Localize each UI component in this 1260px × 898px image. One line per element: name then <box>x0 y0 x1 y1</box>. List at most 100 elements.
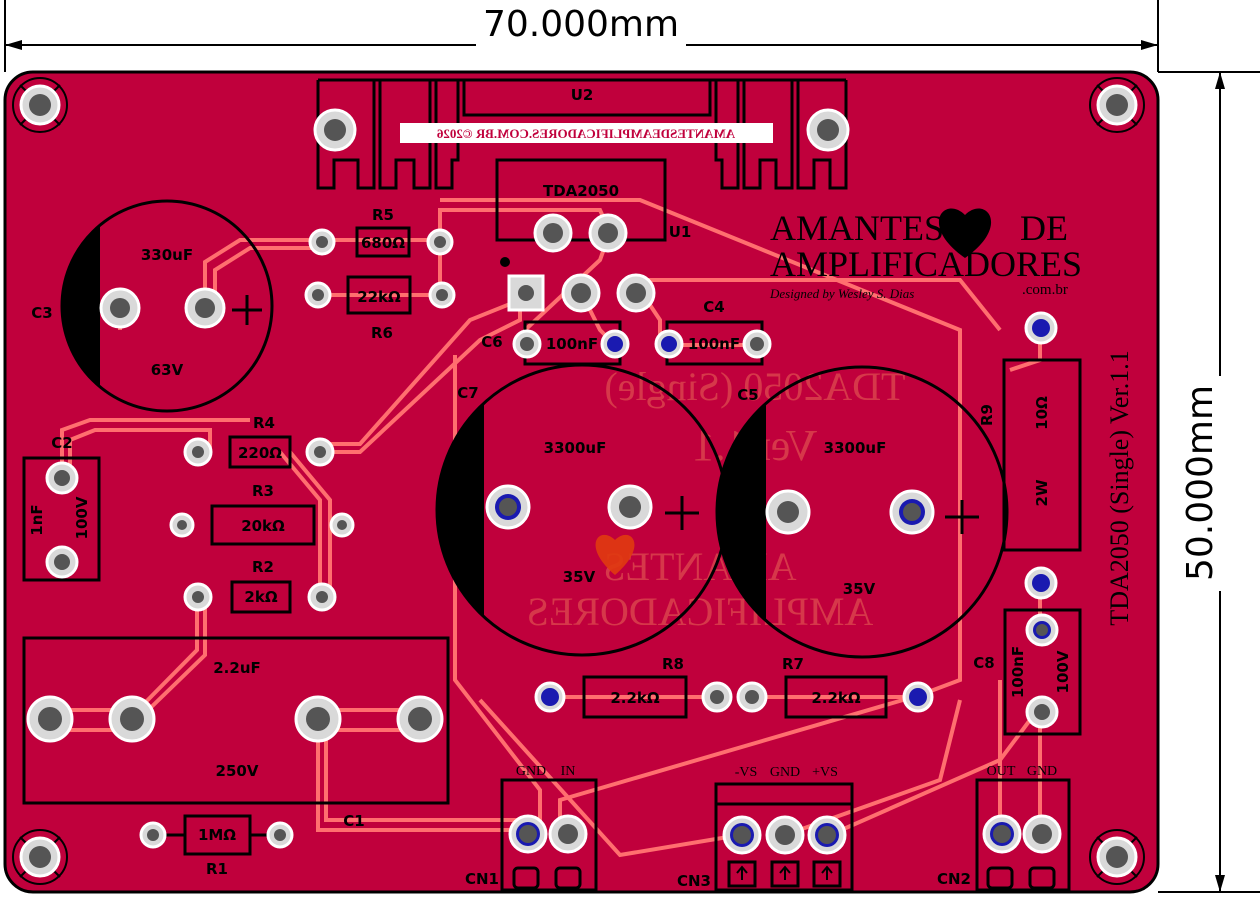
cn3-pin1-label: -VS <box>735 765 758 780</box>
capacitor-c4: 100nF C4 <box>654 298 772 366</box>
r2-value: 2kΩ <box>244 588 277 606</box>
capacitor-c1: 2.2uF 250V C1 <box>22 636 450 830</box>
c1-voltage: 250V <box>216 762 259 780</box>
connector-cn3: -VS GND +VS CN3 <box>677 765 854 892</box>
resistor-r2: 2kΩ R2 <box>183 558 337 614</box>
u2-ref: U2 <box>571 86 594 104</box>
c5-value: 3300uF <box>824 439 887 457</box>
arrow-up-icon <box>736 865 748 880</box>
r9-power: 2W <box>1033 479 1051 506</box>
c8-ref: C8 <box>973 654 994 672</box>
dimension-height: 50.000mm <box>1158 71 1260 893</box>
c7-ref: C7 <box>457 384 478 402</box>
logo-line1: AMANTES <box>770 208 944 248</box>
resistor-r1: 1MΩ R1 <box>139 814 294 878</box>
c1-value: 2.2uF <box>213 659 261 677</box>
c2-voltage: 100V <box>73 496 91 539</box>
resistor-r3: 20kΩ R3 <box>169 482 355 546</box>
mounting-hole-tr <box>1089 77 1145 133</box>
capacitor-c5: C5 3300uF 35V <box>715 365 1009 659</box>
r8-value: 2.2kΩ <box>610 689 660 707</box>
connector-cn1: GND IN CN1 <box>465 764 598 892</box>
heart-icon <box>938 208 992 258</box>
c6-value: 100nF <box>546 335 598 353</box>
c8-value: 100nF <box>1009 646 1027 698</box>
c7-voltage: 35V <box>563 568 596 586</box>
board-title: TDA2050 (Single) Ver.1.1 <box>1105 350 1134 625</box>
cn1-pin1-label: GND <box>516 764 546 779</box>
r9-ref: R9 <box>978 404 996 426</box>
width-dimension-label: 70.000mm <box>483 4 679 45</box>
logo: AMANTES DE AMPLIFICADORES Designed by We… <box>769 208 1082 301</box>
c8-voltage: 100V <box>1054 650 1072 693</box>
c3-ref: C3 <box>31 304 52 322</box>
cn3-ref: CN3 <box>677 872 711 890</box>
c2-ref: C2 <box>51 434 72 452</box>
pcb-board <box>3 70 1160 894</box>
capacitor-c7: C7 3300uF 35V <box>435 363 729 657</box>
r5-value: 680Ω <box>361 234 405 252</box>
cn2-pin2-label: GND <box>1027 764 1057 779</box>
r1-ref: R1 <box>206 860 228 878</box>
c1-ref: C1 <box>343 812 364 830</box>
r9-value: 10Ω <box>1033 396 1051 430</box>
c3-value: 330uF <box>141 246 193 264</box>
cn1-ref: CN1 <box>465 870 499 888</box>
ic-u1: TDA2050 U1 <box>495 158 692 313</box>
heatsink-u2: U2 AMANTESDEAMPLIFICADORES.COM.BR ©2026 <box>313 78 850 190</box>
r6-ref: R6 <box>371 324 393 342</box>
r8-ref: R8 <box>662 655 684 673</box>
mirrored-title-line1: TDA2050 (Single) <box>604 364 905 409</box>
capacitor-c3: 330uF 63V C3 <box>31 199 274 413</box>
c5-ref: C5 <box>737 386 758 404</box>
r2-ref: R2 <box>252 558 274 576</box>
resistor-r5: 680Ω R5 <box>308 206 454 258</box>
cn2-pin1-label: OUT <box>987 764 1016 779</box>
r4-ref: R4 <box>253 414 275 432</box>
capacitor-c8: C8 100nF 100V <box>973 608 1082 736</box>
cn3-pin2-label: GND <box>770 765 800 780</box>
logo-line3: AMPLIFICADORES <box>770 244 1082 284</box>
logo-line2: DE <box>1020 208 1068 248</box>
r3-value: 20kΩ <box>241 517 285 535</box>
resistor-r6: 22kΩ R6 <box>304 275 456 342</box>
r6-value: 22kΩ <box>357 288 401 306</box>
cn2-ref: CN2 <box>937 870 971 888</box>
height-dimension-label: 50.000mm <box>1180 385 1221 581</box>
mounting-holes <box>12 77 1145 885</box>
c5-voltage: 35V <box>843 580 876 598</box>
cn3-pin3-label: +VS <box>812 765 838 780</box>
r7-ref: R7 <box>782 655 804 673</box>
arrow-up-icon <box>779 865 791 880</box>
c3-voltage: 63V <box>151 361 184 379</box>
resistor-r7: 2.2kΩ R7 <box>736 655 934 719</box>
resistor-r4: 220Ω R4 <box>183 414 335 469</box>
logo-signature: Designed by Wesley S. Dias <box>769 286 914 301</box>
dimension-width: 70.000mm <box>4 0 1159 72</box>
logo-domain: .com.br <box>1022 282 1068 298</box>
cn1-pin2-label: IN <box>561 764 576 779</box>
capacitor-c2: C2 1nF 100V <box>22 434 101 582</box>
r4-value: 220Ω <box>238 444 282 462</box>
u1-value: TDA2050 <box>543 182 619 200</box>
capacitor-c6: 100nF C6 <box>481 320 630 366</box>
r7-value: 2.2kΩ <box>811 689 861 707</box>
heatsink-banner: AMANTESDEAMPLIFICADORES.COM.BR ©2026 <box>436 126 735 141</box>
c2-value: 1nF <box>28 504 46 535</box>
resistor-r9: R9 10Ω 2W <box>978 311 1082 600</box>
u1-ref: U1 <box>669 223 692 241</box>
mirrored-heart-icon <box>595 534 635 575</box>
r3-ref: R3 <box>252 482 274 500</box>
connector-cn2: OUT GND CN2 <box>937 764 1071 892</box>
arrow-up-icon <box>821 865 833 880</box>
c4-value: 100nF <box>688 335 740 353</box>
mounting-hole-bl <box>12 829 68 885</box>
r1-value: 1MΩ <box>198 826 236 844</box>
c7-value: 3300uF <box>544 439 607 457</box>
mounting-hole-tl <box>12 77 68 133</box>
resistor-r8: 2.2kΩ R8 <box>534 655 733 719</box>
c4-ref: C4 <box>703 298 724 316</box>
c6-ref: C6 <box>481 333 502 351</box>
mounting-hole-br <box>1089 829 1145 885</box>
